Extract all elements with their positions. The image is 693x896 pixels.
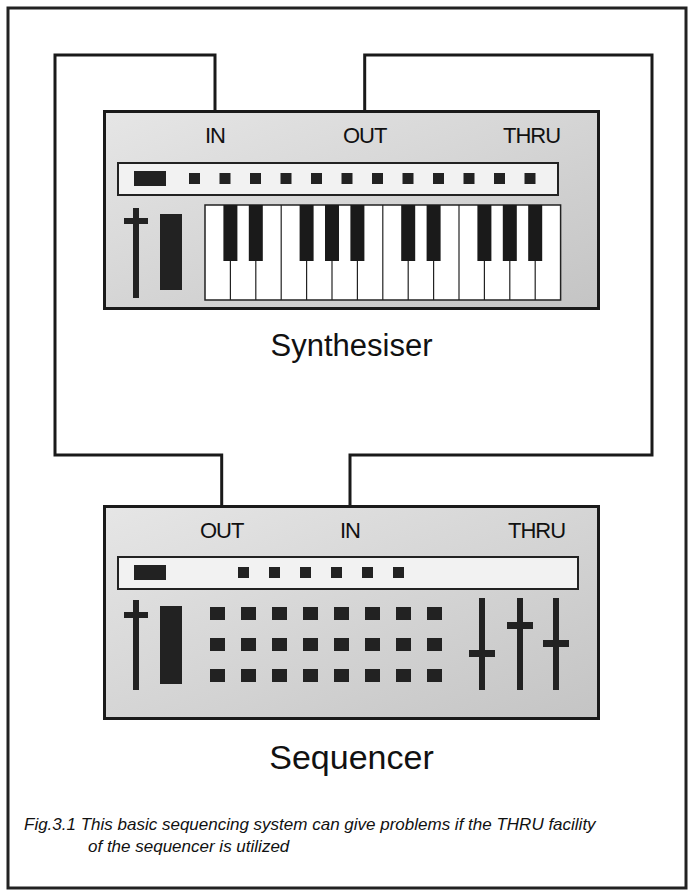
key-button bbox=[272, 669, 287, 682]
key-button bbox=[334, 607, 349, 620]
key-button bbox=[303, 607, 318, 620]
black-key bbox=[401, 205, 415, 261]
key-button bbox=[365, 669, 380, 682]
fader-cap bbox=[543, 640, 569, 647]
port-label: OUT bbox=[200, 520, 243, 542]
button bbox=[403, 173, 414, 184]
button bbox=[362, 567, 373, 578]
black-key bbox=[325, 205, 339, 261]
sequencer-faders bbox=[469, 598, 569, 690]
device-name: Synthesiser bbox=[106, 329, 597, 363]
button bbox=[300, 567, 311, 578]
key-button bbox=[396, 669, 411, 682]
fader bbox=[479, 598, 485, 690]
key-button bbox=[427, 669, 442, 682]
port-label: THRU bbox=[508, 520, 565, 542]
button bbox=[250, 173, 261, 184]
button bbox=[281, 173, 292, 184]
fader bbox=[517, 598, 523, 690]
key-button bbox=[272, 607, 287, 620]
synth-wheel bbox=[160, 214, 182, 290]
button bbox=[525, 173, 536, 184]
key-button bbox=[241, 638, 256, 651]
sequencer-wheel bbox=[160, 606, 182, 684]
device-panel: OUTINTHRUSequencer bbox=[103, 505, 600, 720]
black-key bbox=[300, 205, 314, 261]
device-name: Sequencer bbox=[106, 739, 597, 776]
key-button bbox=[334, 669, 349, 682]
key-button bbox=[241, 669, 256, 682]
key-button bbox=[365, 638, 380, 651]
key-button bbox=[210, 669, 225, 682]
synth-display bbox=[134, 171, 166, 186]
key-divider bbox=[281, 205, 282, 300]
key-button bbox=[365, 607, 380, 620]
keyboard bbox=[205, 205, 561, 300]
key-button bbox=[396, 607, 411, 620]
figure-frame bbox=[8, 8, 686, 888]
black-key bbox=[350, 205, 364, 261]
button bbox=[342, 173, 353, 184]
port-label: THRU bbox=[503, 125, 560, 147]
button bbox=[372, 173, 383, 184]
key-button bbox=[210, 638, 225, 651]
key-button bbox=[272, 638, 287, 651]
fader-cap bbox=[469, 650, 495, 657]
button bbox=[189, 173, 200, 184]
synth-strip bbox=[118, 163, 558, 195]
sequencer-display bbox=[134, 565, 166, 580]
fader-cap bbox=[507, 622, 533, 629]
synth-buttons bbox=[189, 173, 536, 184]
key-button bbox=[303, 638, 318, 651]
key-divider bbox=[458, 205, 459, 300]
button bbox=[494, 173, 505, 184]
button bbox=[331, 567, 342, 578]
black-key bbox=[477, 205, 491, 261]
midi-cable bbox=[350, 55, 652, 505]
key-button bbox=[427, 638, 442, 651]
sequencer-keypad bbox=[210, 607, 442, 682]
black-key bbox=[528, 205, 542, 261]
synth-panel bbox=[103, 110, 600, 310]
button bbox=[464, 173, 475, 184]
sequencer-fader-cap bbox=[124, 612, 148, 618]
key-button bbox=[210, 607, 225, 620]
button bbox=[311, 173, 322, 184]
black-key bbox=[427, 205, 441, 261]
figure-caption: Fig.3.1 This basic sequencing system can… bbox=[24, 814, 604, 858]
black-key bbox=[249, 205, 263, 261]
sequencer-buttons bbox=[238, 567, 404, 578]
button bbox=[220, 173, 231, 184]
port-label: IN bbox=[340, 520, 360, 542]
key-button bbox=[427, 607, 442, 620]
black-key bbox=[223, 205, 237, 261]
key-button bbox=[303, 669, 318, 682]
key-button bbox=[241, 607, 256, 620]
key-button bbox=[334, 638, 349, 651]
sequencer-panel bbox=[103, 505, 600, 720]
midi-cable bbox=[55, 55, 222, 505]
button bbox=[269, 567, 280, 578]
sequencer-strip bbox=[118, 557, 578, 589]
port-label: OUT bbox=[343, 125, 386, 147]
synth-fader-cap bbox=[124, 218, 148, 224]
button bbox=[393, 567, 404, 578]
port-label: IN bbox=[205, 125, 225, 147]
device-panel: INOUTTHRUSynthesiser bbox=[103, 110, 600, 310]
black-key bbox=[503, 205, 517, 261]
button bbox=[433, 173, 444, 184]
key-button bbox=[396, 638, 411, 651]
key-divider bbox=[382, 205, 383, 300]
button bbox=[238, 567, 249, 578]
keybed bbox=[205, 205, 561, 300]
